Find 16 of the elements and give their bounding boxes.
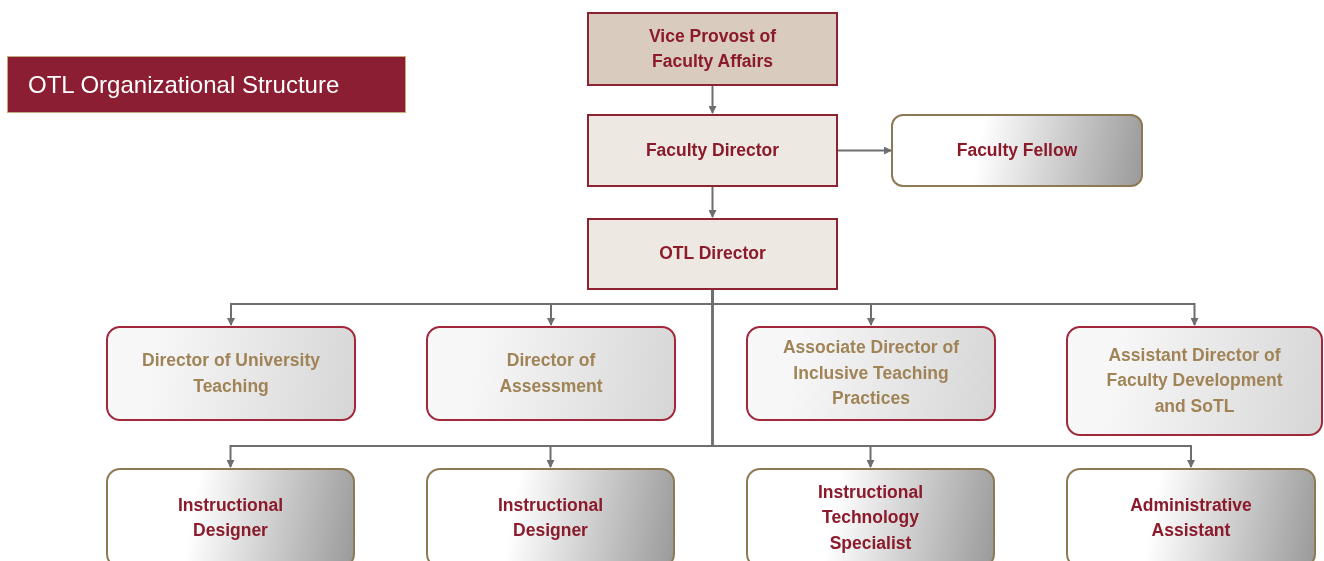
- position-box: Administrative Assistant: [1066, 468, 1316, 561]
- connector-arrow: [837, 146, 892, 155]
- position-box: Associate Director of Inclusive Teaching Practices: [746, 326, 996, 421]
- position-box: Faculty Fellow: [891, 114, 1143, 187]
- position-box: OTL Director: [587, 218, 838, 290]
- connector-arrow: [708, 85, 717, 114]
- position-box: Instructional Designer: [426, 468, 675, 561]
- position-box: Assistant Director of Faculty Development and SoTL: [1066, 326, 1323, 436]
- position-box: Director of Assessment: [426, 326, 676, 421]
- position-box: Faculty Director: [587, 114, 838, 187]
- position-box: Instructional Technology Specialist: [746, 468, 995, 561]
- position-box: Vice Provost of Faculty Affairs: [587, 12, 838, 86]
- position-box: Director of University Teaching: [106, 326, 356, 421]
- connector-arrow: [708, 186, 717, 218]
- title-banner: OTL Organizational Structure: [7, 56, 406, 113]
- position-box: Instructional Designer: [106, 468, 355, 561]
